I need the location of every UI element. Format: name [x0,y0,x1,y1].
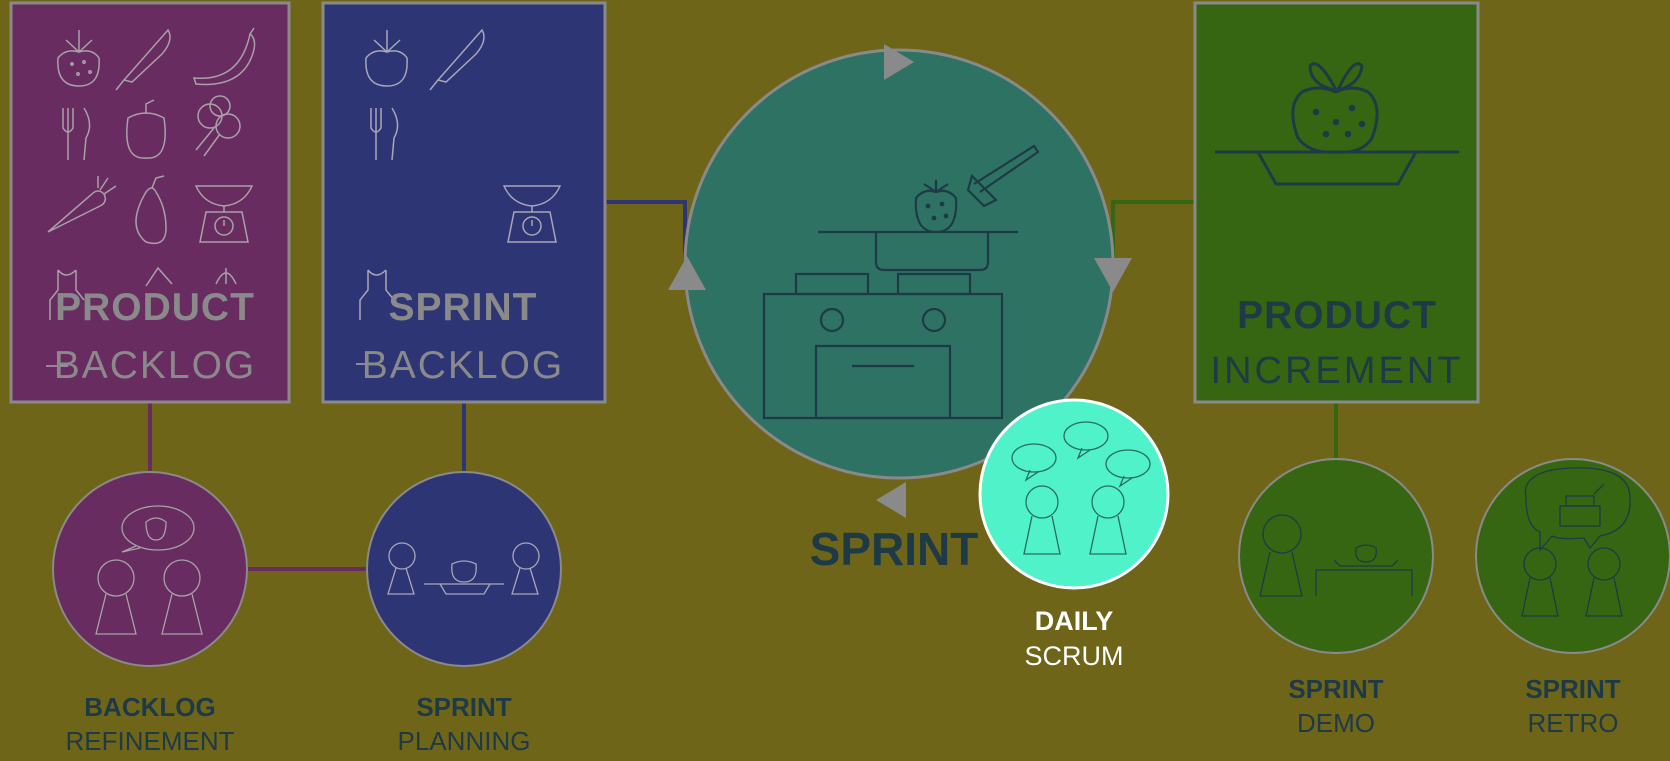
scale-icon [502,185,562,243]
person-icon [511,542,540,595]
person-icon [387,542,416,595]
apron-icon [49,269,85,320]
scale-icon [194,185,254,243]
knife-icon [115,28,171,91]
cycle-arrow-top [884,44,914,80]
person-icon [1585,547,1623,617]
sprint-backlog-subtitle: BACKLOG [361,344,565,387]
sprint-planning-subtitle: PLANNING [397,726,531,756]
backlog-refinement-title: BACKLOG [84,692,216,722]
product-backlog-title: PRODUCT [55,286,255,329]
spatula-icon [966,144,1040,208]
person-icon [1089,485,1127,555]
daily-scrum-subtitle: SCRUM [1024,641,1124,671]
person-icon [95,559,137,635]
product-increment-title: PRODUCT [1237,294,1437,337]
product-backlog-card [9,1,291,404]
backlog-refinement-subtitle: REFINEMENT [65,726,235,756]
sprint-planning-circle [366,471,562,667]
broccoli-icon [195,95,241,157]
strawberry-icon [365,30,408,87]
product-increment-subtitle: INCREMENT [1210,350,1464,392]
sprint-demo-circle [1238,458,1434,654]
person-icon [1521,547,1559,617]
cycle-arrow-right [1094,258,1132,292]
fork-knife-icon [62,107,91,161]
cycle-arrow-left [668,256,706,290]
backlog-refinement-circle [52,471,248,667]
fork-knife-icon [370,107,399,161]
sprint-backlog-card [321,1,607,404]
connector-sprintbacklog-to-sprint [606,200,687,262]
sprint-demo-title: SPRINT [1288,674,1384,704]
pear-icon [135,175,167,245]
person-icon [161,559,203,635]
daily-scrum-circle [978,398,1170,590]
person-icon [1259,514,1303,597]
sprint-cycle [668,44,1132,518]
apron-icon [359,269,395,320]
banana-icon [192,27,256,86]
stove-icon [762,230,1018,420]
sprint-label: SPRINT [809,523,979,575]
pot-icon [874,232,990,272]
product-backlog-subtitle: BACKLOG [53,344,257,387]
connector-sprint-to-increment [1111,200,1195,262]
strawberry-icon [914,180,958,234]
knife-icon [429,28,485,91]
apple-on-plate-icon [1215,62,1459,186]
product-increment-card [1193,1,1480,404]
sprint-demo-subtitle: DEMO [1297,708,1375,738]
sprint-planning-title: SPRINT [416,692,512,722]
sprint-backlog-title: SPRINT [388,286,538,329]
sprint-retro-title: SPRINT [1525,674,1621,704]
carrot-icon [47,176,117,233]
person-icon [1023,485,1061,555]
strawberry-icon [57,30,100,87]
sprint-retro-circle [1475,458,1670,654]
daily-scrum-title: DAILY [1034,606,1114,636]
sprint-retro-subtitle: RETRO [1527,708,1619,738]
pepper-icon [126,99,166,159]
cycle-arrow-bottom [876,482,906,518]
